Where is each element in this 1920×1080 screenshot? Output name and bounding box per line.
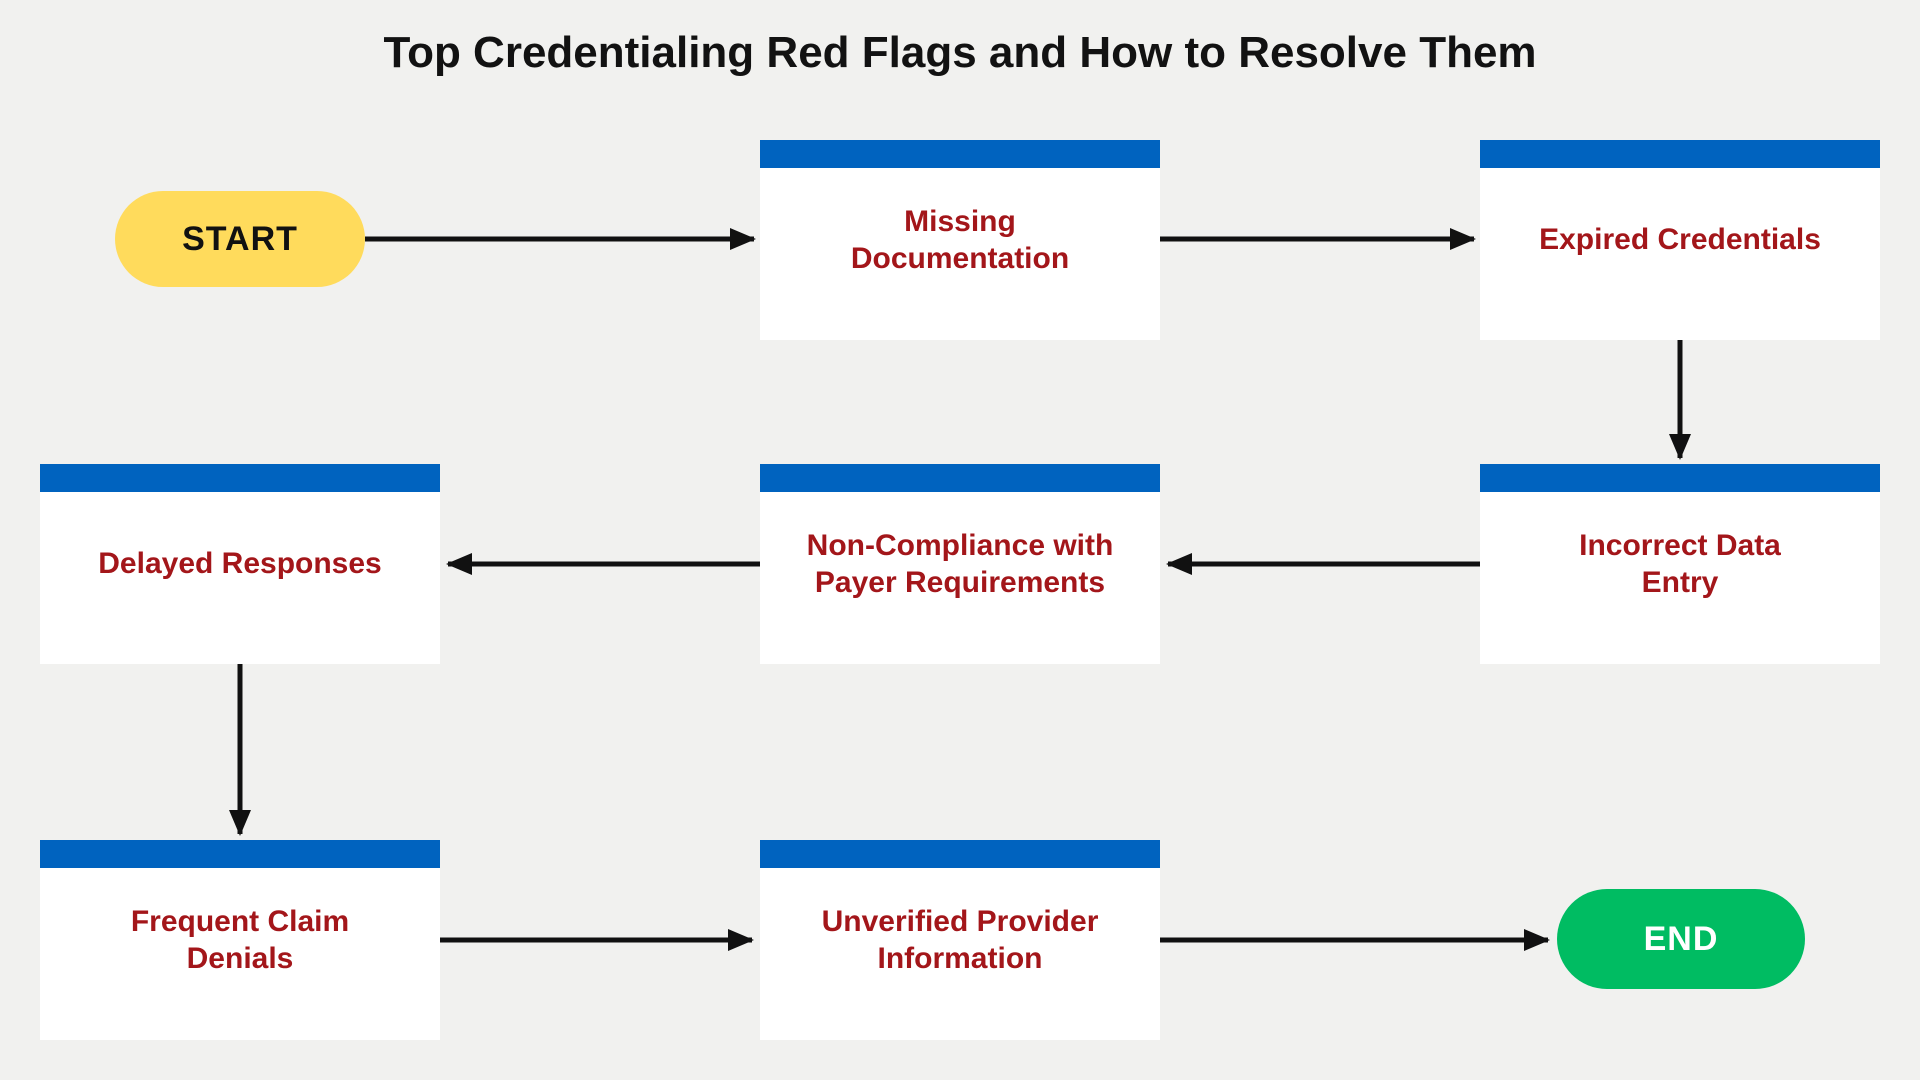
start-label: START	[182, 219, 298, 258]
node-header-bar	[760, 464, 1160, 492]
node-frequent-claim-denials: Frequent Claim Denials	[40, 840, 440, 1040]
node-non-compliance-with-payer-requirements: Non-Compliance with Payer Requirements	[760, 464, 1160, 664]
node-label: Missing Documentation	[850, 204, 1070, 276]
end-terminal-node: END	[1557, 889, 1805, 989]
start-terminal-node: START	[115, 191, 365, 287]
node-expired-credentials: Expired Credentials	[1480, 140, 1880, 340]
node-label: Frequent Claim Denials	[130, 904, 350, 976]
node-missing-documentation: Missing Documentation	[760, 140, 1160, 340]
node-label: Non-Compliance with Payer Requirements	[806, 528, 1114, 600]
node-header-bar	[40, 840, 440, 868]
node-label: Incorrect Data Entry	[1579, 528, 1781, 600]
node-label: Expired Credentials	[1539, 223, 1821, 257]
node-header-bar	[1480, 464, 1880, 492]
node-header-bar	[760, 840, 1160, 868]
node-incorrect-data-entry: Incorrect Data Entry	[1480, 464, 1880, 664]
node-label: Delayed Responses	[98, 547, 382, 581]
node-header-bar	[1480, 140, 1880, 168]
node-unverified-provider-information: Unverified Provider Information	[760, 840, 1160, 1040]
node-label: Unverified Provider Information	[821, 904, 1099, 976]
node-header-bar	[760, 140, 1160, 168]
diagram-title: Top Credentialing Red Flags and How to R…	[383, 28, 1537, 77]
node-delayed-responses: Delayed Responses	[40, 464, 440, 664]
end-label: END	[1643, 919, 1719, 958]
node-header-bar	[40, 464, 440, 492]
